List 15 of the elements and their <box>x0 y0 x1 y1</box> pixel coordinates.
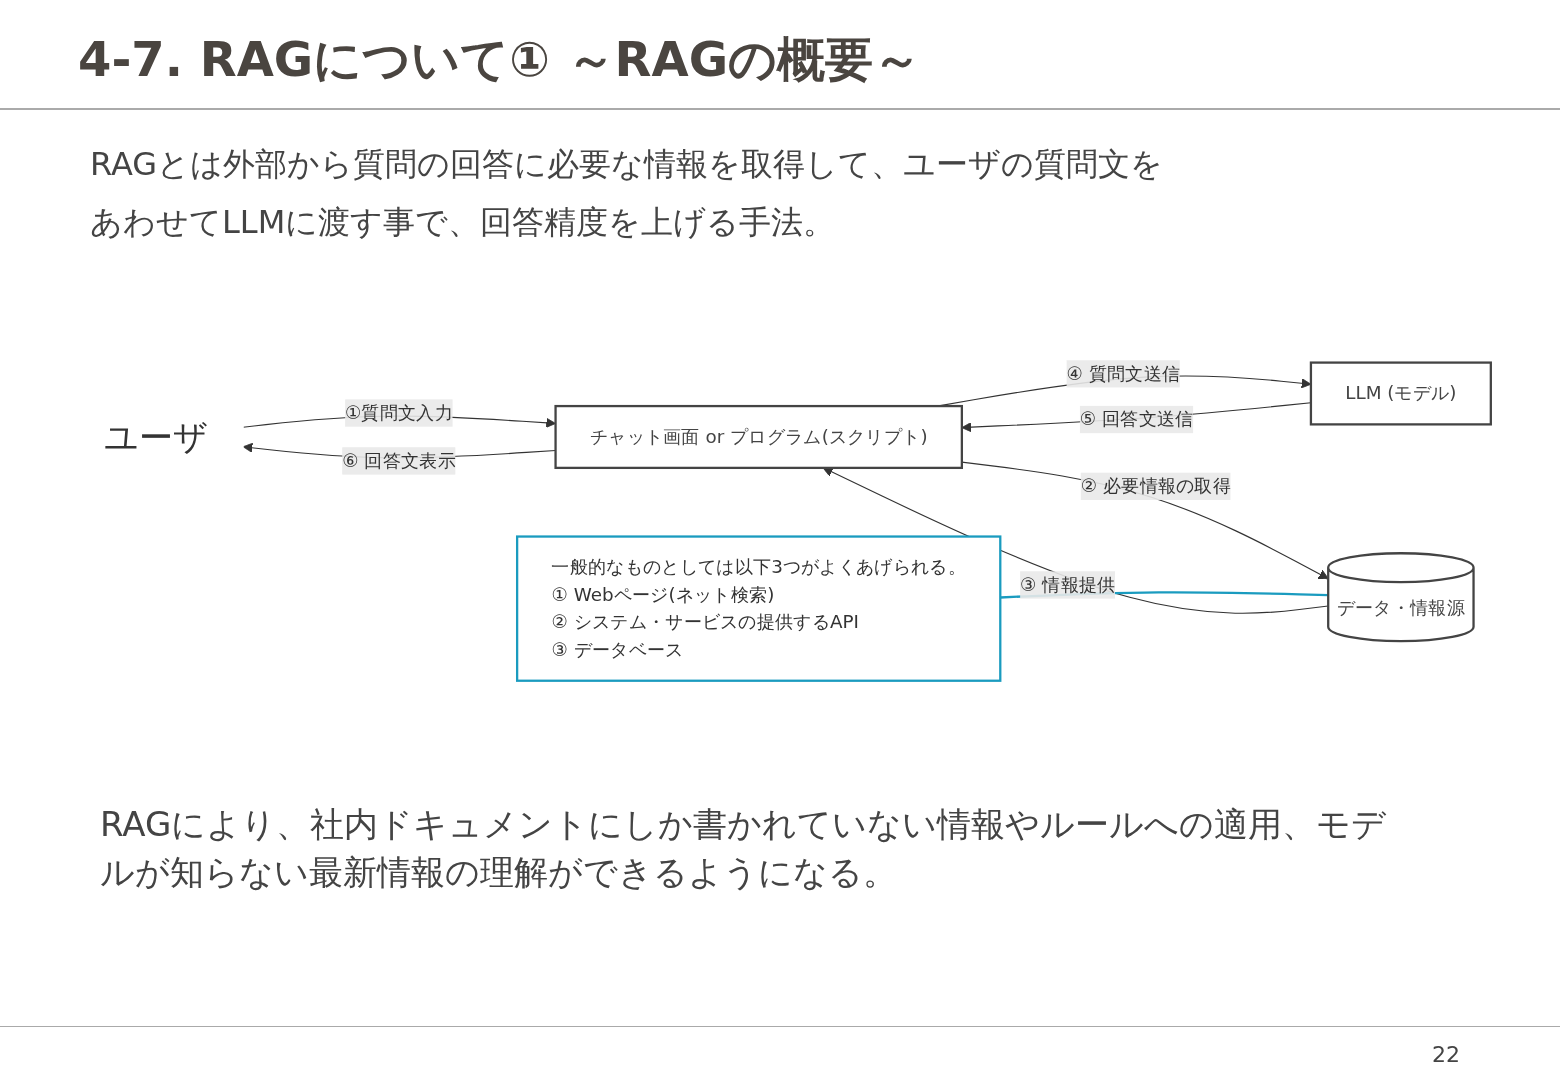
edge-label: ⑤ 回答文送信 <box>1079 407 1194 430</box>
edge-label: ④ 質問文送信 <box>1066 361 1181 384</box>
conclusion-text: RAGにより、社内ドキュメントにしか書かれていない情報やルールへの適用、モデルが知らない最新情報の理解ができるようになる。 <box>100 803 1388 894</box>
slide-title: 4-7. RAGについて① ～RAGの概要～ <box>78 30 922 89</box>
node-box: 一般的なものとしては以下3つがよくあげられる。 ① Webページ(ネット検索) ② システム・サービスの提供するAPI ③ データベース <box>516 534 1002 682</box>
edge-label: ⑥ 回答文表示 <box>342 449 456 471</box>
intro-text: RAGとは外部から質問の回答に必要な情報を取得して、ユーザの質問文をあわせてLLMに渡す事で、回答精度を上げる手法。 <box>90 144 1165 243</box>
node-box: チャット画面 or プログラム(スクリプト) <box>554 404 963 469</box>
node-text: ユーザ <box>103 416 209 457</box>
edge-label: ② 必要情報の取得 <box>1080 474 1232 497</box>
node-box: LLM (モデル) <box>1309 361 1492 426</box>
edge-label: ①質問文入力 <box>345 401 454 423</box>
page-number: 22 <box>1432 1042 1460 1067</box>
arrow <box>961 461 1329 579</box>
edge-label: ③ 情報提供 <box>1020 573 1116 595</box>
